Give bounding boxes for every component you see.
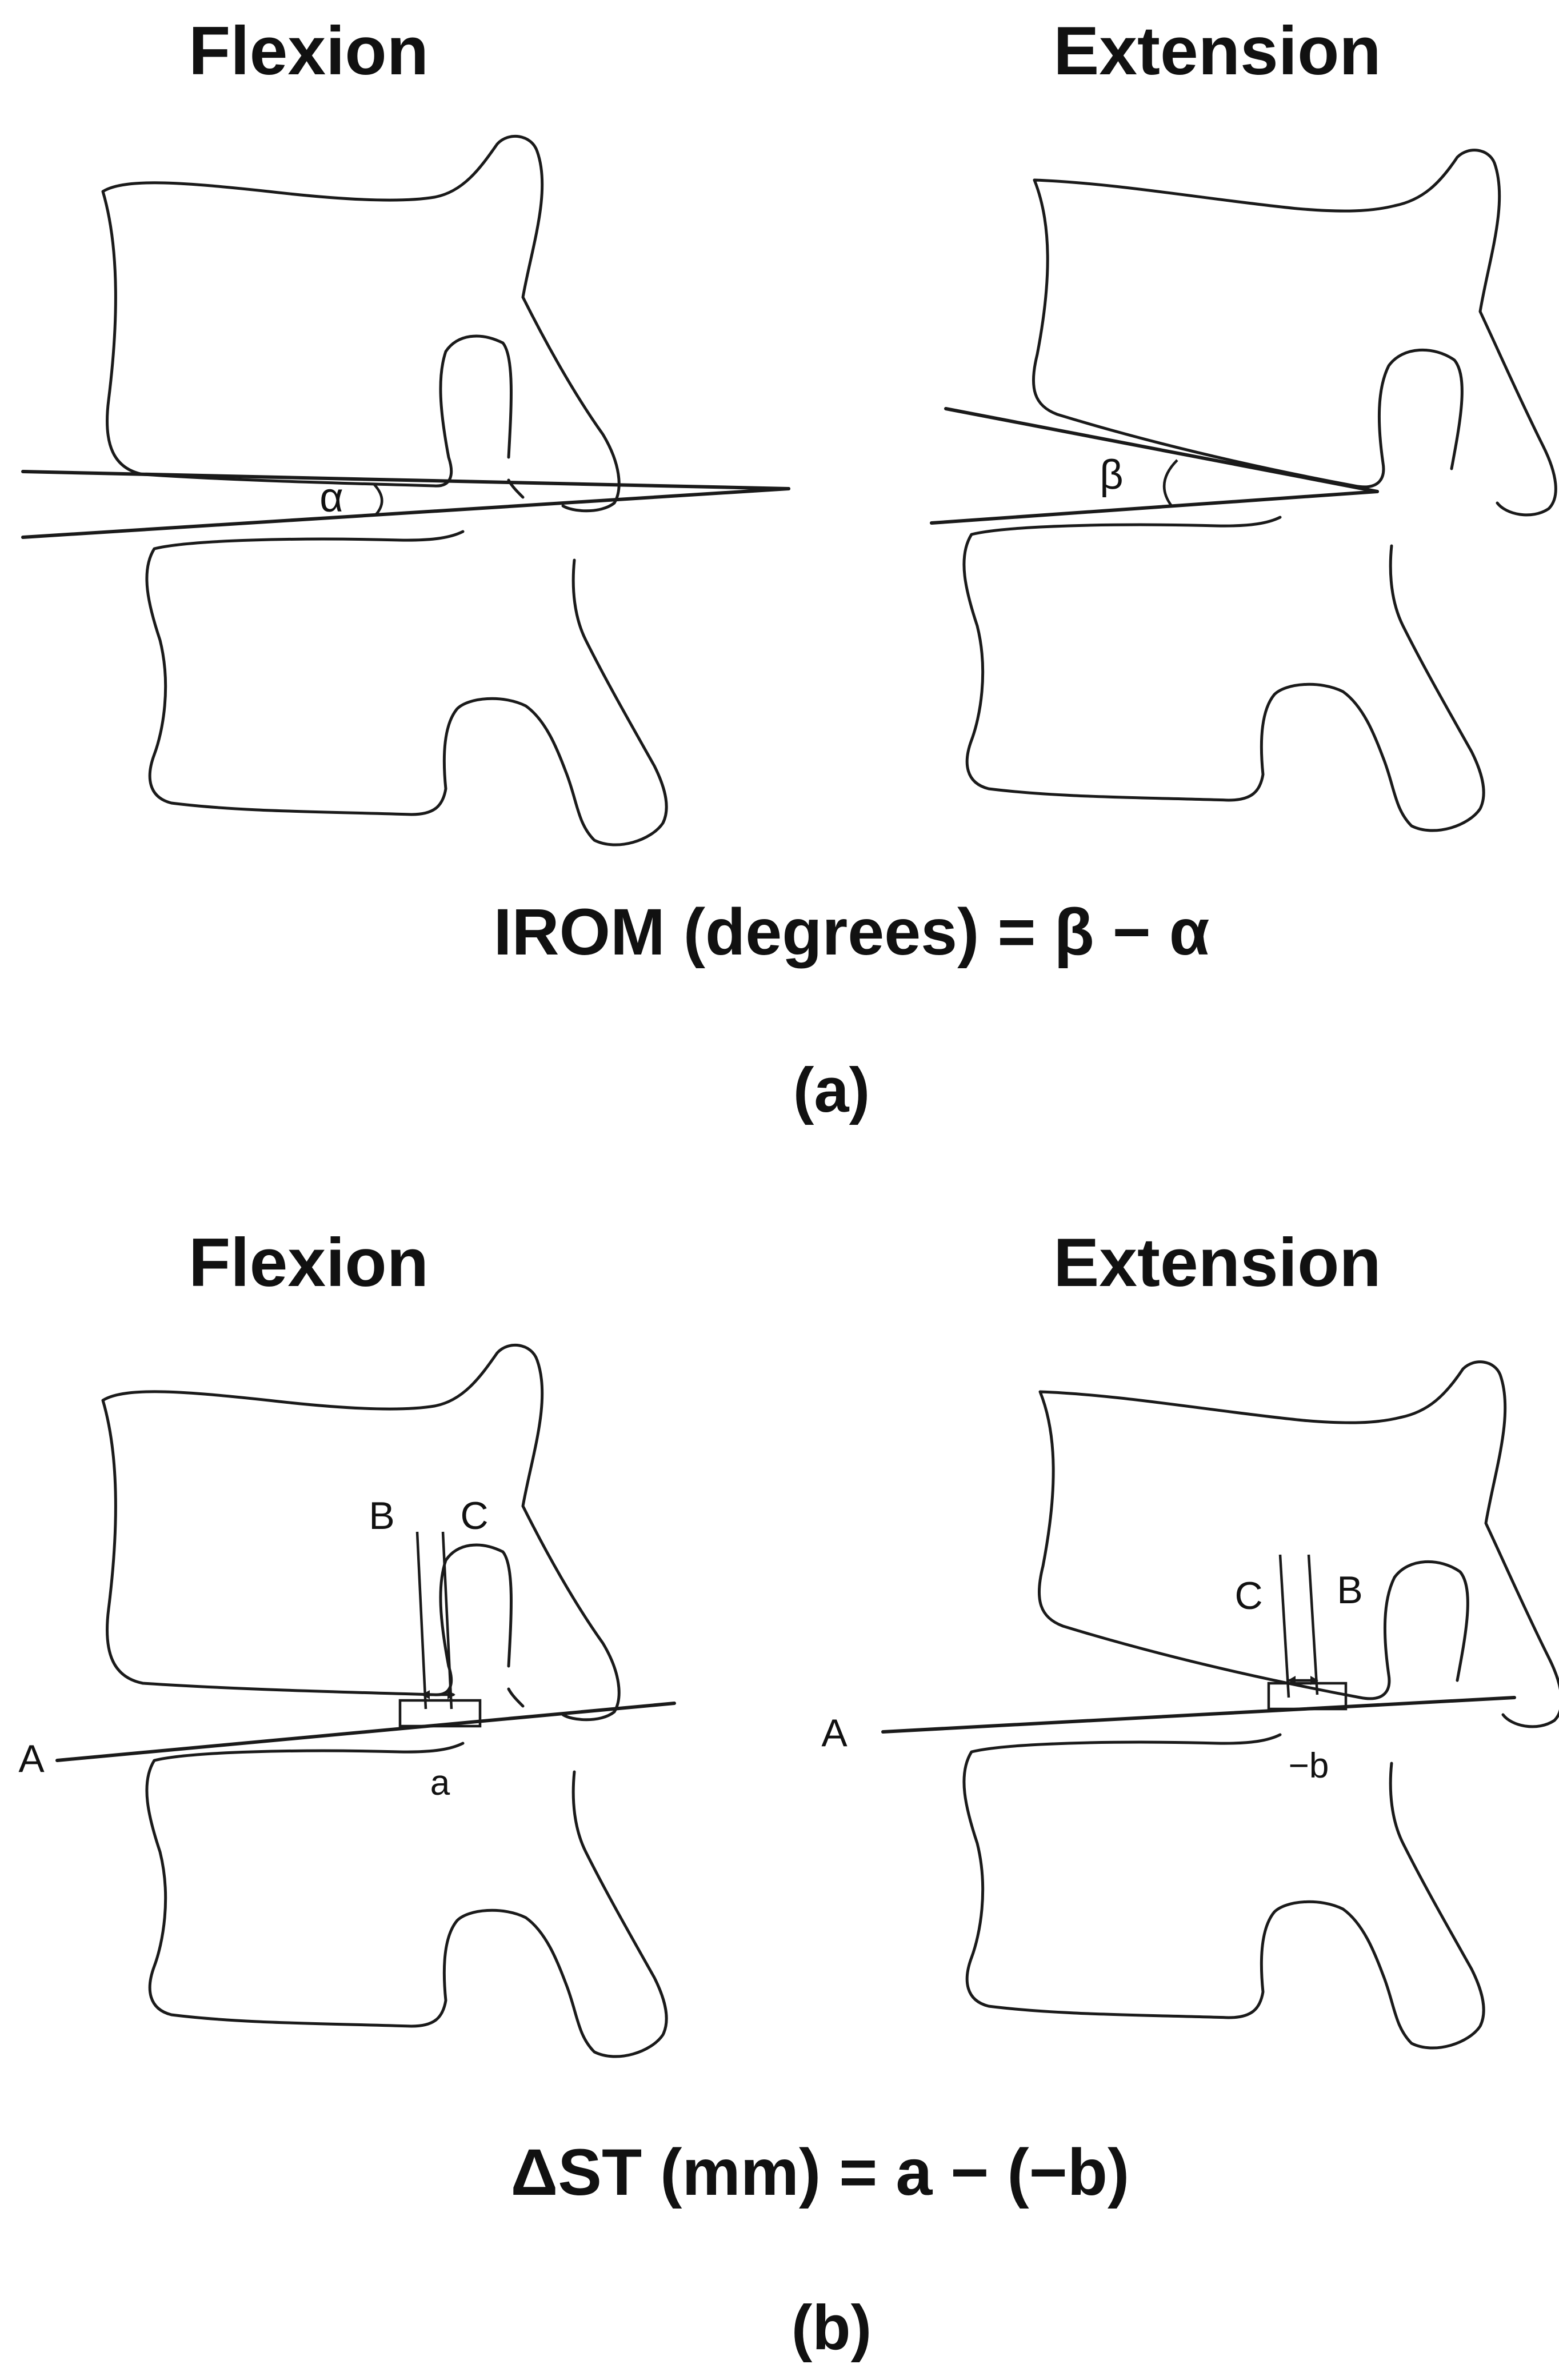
upper-endplate-line <box>21 470 790 490</box>
panel-a-extension-title: Extension <box>1053 13 1381 89</box>
line-b <box>415 1531 427 1710</box>
line-a <box>881 1696 1516 1734</box>
upper-vertebra <box>103 136 619 510</box>
lower-endplate-line <box>930 490 1379 525</box>
beta-arc <box>1162 459 1178 507</box>
lower-vertebra <box>147 532 666 845</box>
upper-vertebra <box>103 1345 619 1719</box>
panel-a-caption: (a) <box>793 1055 870 1125</box>
flexion-label-a: A <box>18 1737 45 1780</box>
beta-label: β <box>1100 452 1123 498</box>
lower-vertebra <box>147 1743 666 2056</box>
lower-vertebra <box>964 517 1484 830</box>
measure-bracket <box>398 1699 482 1728</box>
panel-a: Flexion Extension α β IROM (degrees) = β… <box>21 13 1556 1125</box>
arrowhead-left <box>422 1690 430 1699</box>
lower-endplate-line <box>21 487 790 539</box>
flexion-label-b: B <box>369 1494 394 1538</box>
irom-formula: IROM (degrees) = β − α <box>494 896 1210 969</box>
extension-label-a: A <box>821 1711 848 1755</box>
extension-label-c: C <box>1234 1574 1262 1618</box>
delta-st-formula: ΔST (mm) = a − (−b) <box>511 2136 1130 2209</box>
panel-b-flexion-title: Flexion <box>189 1224 429 1301</box>
alpha-label: α <box>319 475 343 521</box>
panel-a-flexion-title: Flexion <box>189 13 429 89</box>
panel-b-caption: (b) <box>792 2293 872 2363</box>
arrowhead-left <box>1288 1676 1296 1685</box>
upper-endplate-line <box>944 407 1379 493</box>
panel-b-flexion-vertebrae <box>103 1345 666 2056</box>
line-c <box>1278 1554 1290 1698</box>
measure-bracket <box>1267 1682 1348 1711</box>
arrowhead-right <box>447 1690 455 1699</box>
extension-label-b: B <box>1337 1568 1362 1612</box>
flexion-offset-label: a <box>430 1763 450 1803</box>
panel-b-extension-title: Extension <box>1053 1224 1381 1301</box>
extension-offset-label: −b <box>1289 1746 1329 1786</box>
line-c <box>441 1531 453 1710</box>
flexion-label-c: C <box>460 1494 488 1538</box>
arrowhead-right <box>1310 1676 1318 1685</box>
line-a <box>55 1702 676 1762</box>
upper-vertebra <box>1039 1362 1559 1727</box>
lower-vertebra <box>964 1735 1484 2048</box>
panel-b: Flexion Extension A B C a A C B −b <box>18 1224 1559 2363</box>
panel-a-extension-vertebrae <box>964 150 1556 830</box>
alpha-arc <box>373 484 383 516</box>
panel-a-flexion-vertebrae <box>103 136 666 845</box>
panel-b-extension-vertebrae <box>964 1362 1559 2048</box>
line-b <box>1307 1554 1319 1695</box>
